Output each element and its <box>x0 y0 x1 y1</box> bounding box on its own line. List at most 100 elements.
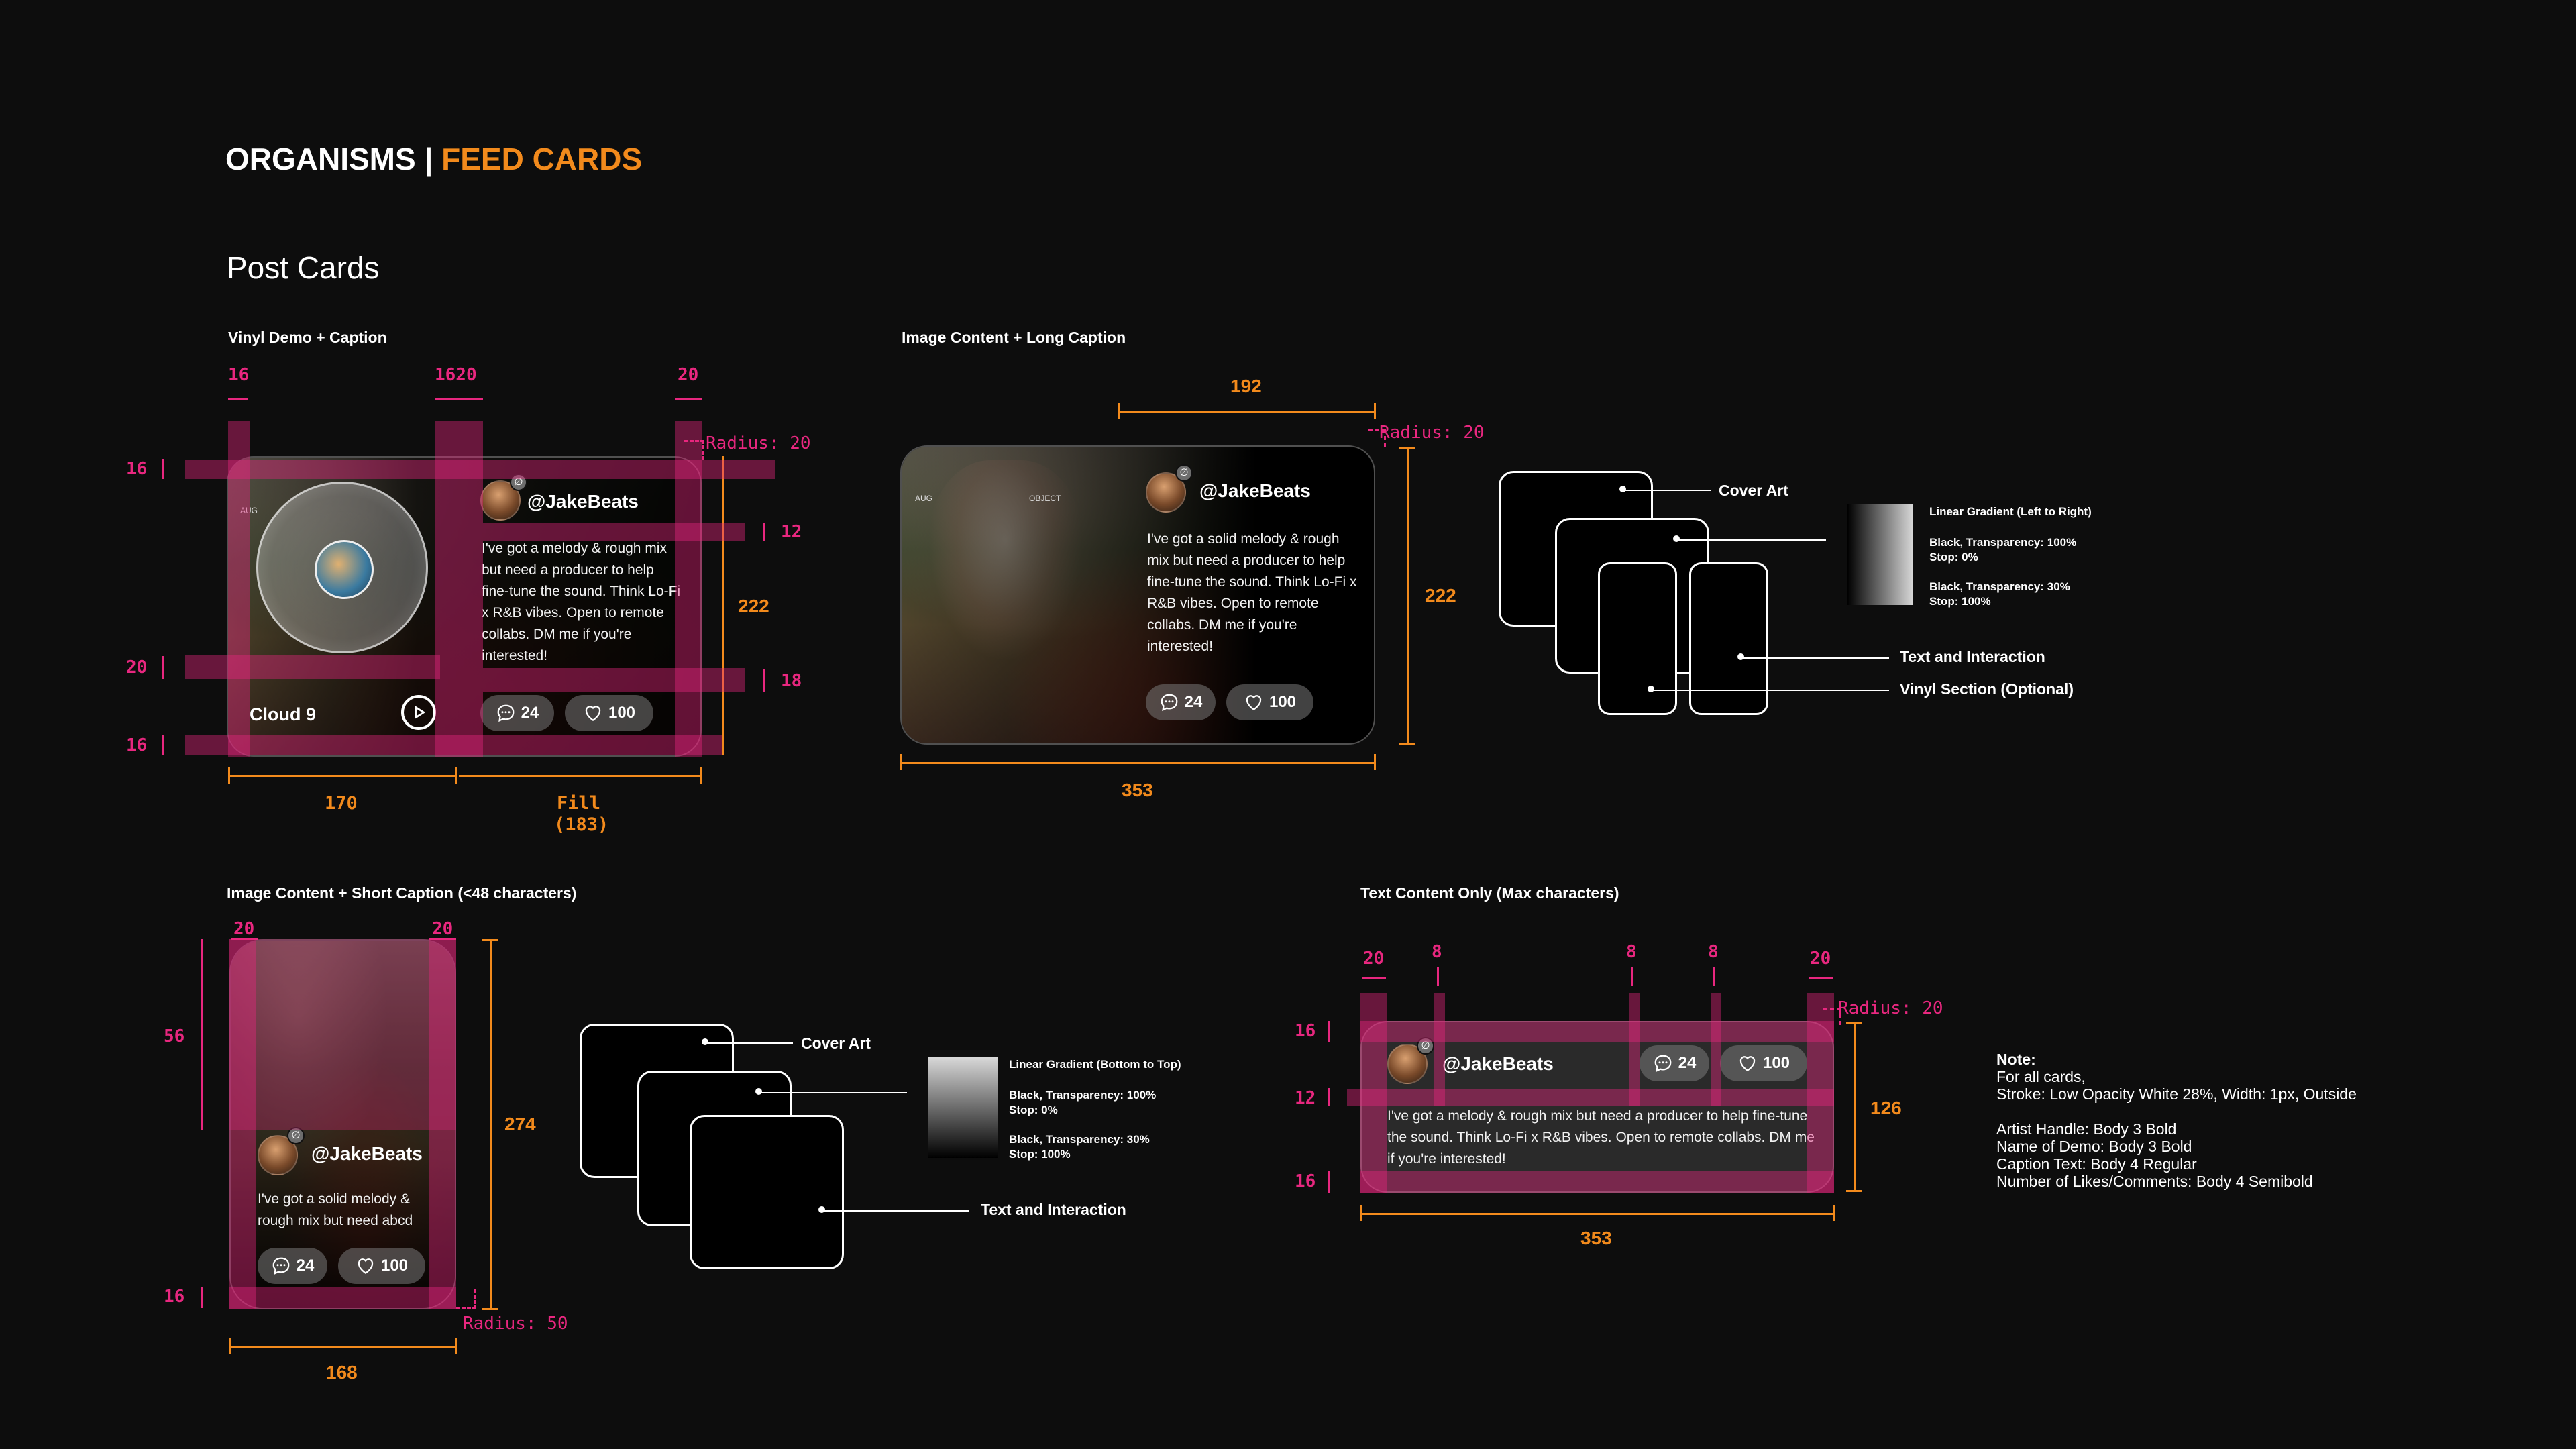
dim-line <box>429 938 456 940</box>
dim-label: 16 <box>126 735 148 755</box>
demo-name: Cloud 9 <box>250 704 316 724</box>
pointer-line <box>706 1042 793 1044</box>
page-title-main: ORGANISMS | <box>225 142 442 176</box>
dim-line <box>482 939 498 941</box>
padding-overlay <box>1434 993 1445 1106</box>
dim-line <box>1118 402 1120 419</box>
play-button[interactable] <box>401 695 436 730</box>
vinyl-label <box>315 540 374 599</box>
image-long-card[interactable]: AUG OBJECT ∅ @JakeBeats I've got a solid… <box>900 445 1375 745</box>
padding-overlay <box>1360 1021 1834 1042</box>
dim-line <box>455 1338 457 1354</box>
text-only-card[interactable]: ∅ @JakeBeats 24 100 I've got a melody & … <box>1360 1021 1834 1193</box>
dim-label: 16 <box>1295 1021 1316 1041</box>
text-only-section-title: Text Content Only (Max characters) <box>1360 884 1619 902</box>
dim-line <box>201 1287 203 1308</box>
padding-overlay <box>228 421 250 757</box>
dim-line <box>1360 1205 1362 1221</box>
comment-count: 24 <box>296 1256 315 1275</box>
comment-count: 24 <box>1184 693 1203 711</box>
pointer-dot <box>1648 686 1654 692</box>
padding-overlay <box>1347 1089 1834 1106</box>
padding-overlay <box>675 421 702 757</box>
dim-line <box>763 669 765 692</box>
padding-overlay <box>229 939 456 1130</box>
artist-handle[interactable]: @JakeBeats <box>311 1143 423 1164</box>
radius-marker <box>684 440 704 460</box>
gradient-swatch <box>928 1057 998 1158</box>
like-button[interactable]: 100 <box>1226 684 1313 720</box>
dim-line <box>162 459 164 479</box>
like-button[interactable]: 100 <box>565 695 653 731</box>
padding-overlay <box>185 460 775 479</box>
note-label: Note: <box>1996 1051 2036 1068</box>
artist-handle[interactable]: @JakeBeats <box>527 491 639 512</box>
image-short-card[interactable]: ∅ @JakeBeats I've got a solid melody & r… <box>229 939 456 1309</box>
card-gradient <box>231 941 455 1308</box>
diagram-label: Cover Art <box>801 1034 871 1052</box>
dim-label: 170 <box>325 793 358 814</box>
page-title-accent: FEED CARDS <box>441 142 643 176</box>
image-tag: AUG <box>915 494 933 503</box>
dim-line <box>162 735 164 755</box>
dim-label: 20 <box>678 365 699 385</box>
comment-button[interactable]: 24 <box>1640 1045 1709 1081</box>
heart-icon <box>358 1258 374 1274</box>
dim-line <box>900 762 1375 764</box>
dim-label: 8 <box>1432 942 1442 962</box>
vinyl-disc <box>256 482 428 653</box>
pointer-line <box>1677 539 1826 541</box>
pointer-line <box>1741 657 1889 659</box>
vinyl-demo-card[interactable]: AUG Cloud 9 ∅ @JakeBeats I've got a melo… <box>227 456 702 757</box>
dim-label: 168 <box>326 1362 358 1383</box>
dim-label: 12 <box>1295 1088 1316 1108</box>
image-tag: AUG <box>240 506 258 515</box>
comment-button[interactable]: 24 <box>258 1248 327 1284</box>
comment-count: 24 <box>1678 1054 1697 1072</box>
comment-count: 24 <box>521 704 539 722</box>
padding-overlay <box>1711 993 1721 1106</box>
dim-line <box>1360 1213 1834 1215</box>
caption-text: I've got a melody & rough mix but need a… <box>482 541 681 663</box>
dim-label: Radius: 20 <box>1838 998 1943 1018</box>
image-long-section-title: Image Content + Long Caption <box>902 329 1126 346</box>
caption-text: I've got a melody & rough mix but need a… <box>1387 1108 1815 1167</box>
pointer-dot <box>755 1088 762 1095</box>
dim-line <box>201 939 203 1130</box>
comment-icon <box>1161 694 1178 712</box>
dim-line <box>1362 977 1386 979</box>
padding-overlay <box>429 939 456 1309</box>
pointer-dot <box>1673 535 1680 542</box>
pointer-dot <box>702 1038 708 1045</box>
comment-button[interactable]: 24 <box>480 695 554 731</box>
dim-line <box>1407 447 1409 745</box>
dim-label: 16 <box>1295 1171 1316 1191</box>
section-title: Post Cards <box>227 250 380 285</box>
dim-line <box>1846 1022 1862 1024</box>
gradient-stop: Black, Transparency: 100% <box>1009 1089 1157 1102</box>
dim-line <box>228 398 248 400</box>
dim-line <box>700 767 702 784</box>
caption-text: I've got a solid melody & rough mix but … <box>1147 531 1357 654</box>
padding-overlay <box>1807 993 1834 1193</box>
like-button[interactable]: 100 <box>1720 1045 1807 1081</box>
dim-line <box>490 939 492 1309</box>
like-button[interactable]: 100 <box>338 1248 425 1284</box>
avatar[interactable] <box>480 480 521 521</box>
gradient-stop: Stop: 0% <box>1009 1104 1058 1116</box>
heart-icon <box>585 706 601 721</box>
dim-label: 16 <box>126 459 148 479</box>
play-icon <box>415 706 425 719</box>
comment-icon <box>272 1257 290 1275</box>
dim-label: 192 <box>1230 376 1262 396</box>
like-count: 100 <box>380 1256 409 1275</box>
artist-handle[interactable]: @JakeBeats <box>1442 1053 1554 1074</box>
verified-badge-icon: ∅ <box>1175 464 1193 482</box>
artist-handle[interactable]: @JakeBeats <box>1199 480 1311 501</box>
dim-line <box>459 775 702 777</box>
comment-button[interactable]: 24 <box>1146 684 1216 720</box>
dim-line <box>1328 1088 1330 1106</box>
dim-label: 16 <box>164 1287 185 1307</box>
dim-line <box>1328 1171 1330 1193</box>
gradient-stop: Black, Transparency: 30% <box>1929 580 2070 593</box>
